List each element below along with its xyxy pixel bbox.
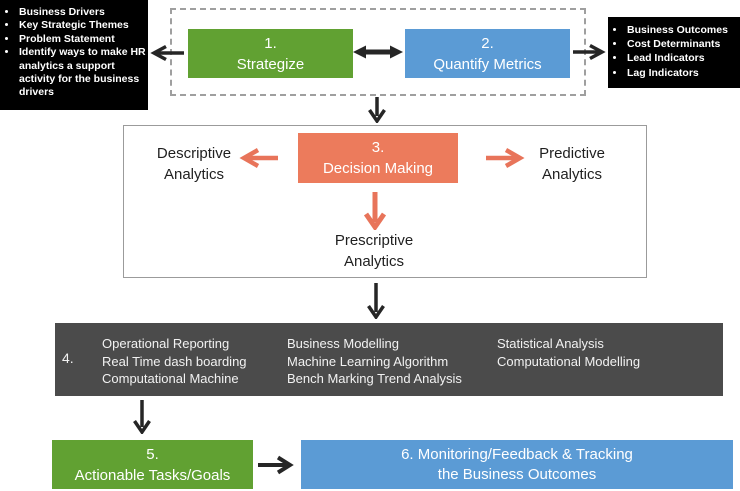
step-number: 2. <box>481 34 494 52</box>
down-arrow-icon <box>132 400 152 434</box>
step4-column-2: Business Modelling Machine Learning Algo… <box>287 335 462 388</box>
prescriptive-analytics-label: Prescriptive Analytics <box>334 232 414 270</box>
orange-down-arrow-icon <box>363 192 387 230</box>
step-label: Decision Making <box>322 160 434 177</box>
step4-column-3: Statistical Analysis Computational Model… <box>497 335 640 370</box>
step4-line: Operational Reporting <box>102 336 230 351</box>
step-number: 4. <box>62 350 74 366</box>
bullet-item: Identify ways to make HR analytics a sup… <box>18 46 146 100</box>
step5-actionable-tasks-box: 5. Actionable Tasks/Goals <box>52 440 253 489</box>
step6-monitoring-box: 6. Monitoring/Feedback & Tracking the Bu… <box>301 440 733 489</box>
step2-quantify-metrics-box: 2. Quantify Metrics <box>405 29 570 78</box>
right-arrow-icon <box>257 455 295 475</box>
step4-line: Machine Learning Algorithm <box>287 353 449 369</box>
descriptive-analytics-label: Descriptive Analytics <box>156 145 232 183</box>
step-number: 3. <box>371 139 385 156</box>
strategize-inputs-panel: Business Drivers Key Strategic Themes Pr… <box>0 0 148 110</box>
step4-line: Bench Marking Trend Analysis <box>287 371 462 386</box>
step-label: 6. Monitoring/Feedback & Tracking <box>401 445 633 463</box>
step1-strategize-box: 1. Strategize <box>188 29 353 78</box>
step-label: Quantify Metrics <box>433 55 542 73</box>
bullet-item: Business Outcomes <box>626 23 738 37</box>
orange-left-arrow-icon <box>238 147 278 169</box>
double-arrow-icon <box>352 43 404 61</box>
step4-line: Computational Machine <box>102 371 239 386</box>
down-arrow-icon <box>366 283 386 319</box>
bullet-item: Cost Determinants <box>626 37 738 51</box>
metrics-outputs-panel: Business Outcomes Cost Determinants Lead… <box>608 17 740 88</box>
step4-line: Business Modelling <box>287 336 400 351</box>
step-label: the Business Outcomes <box>437 465 597 483</box>
step-label: Strategize <box>236 55 305 73</box>
step3-decision-making-box: 3. Decision Making <box>298 133 458 183</box>
bullet-item: Lag Indicators <box>626 66 738 80</box>
step4-line: Real Time dash boarding <box>102 353 247 369</box>
down-arrow-icon <box>367 97 387 123</box>
strategize-inputs-list: Business Drivers Key Strategic Themes Pr… <box>4 6 146 100</box>
bullet-item: Problem Statement <box>18 33 146 46</box>
step4-line: Computational Modelling <box>497 353 641 369</box>
bullet-item: Key Strategic Themes <box>18 19 146 32</box>
predictive-analytics-label: Predictive Analytics <box>539 145 605 183</box>
step-label: Actionable Tasks/Goals <box>74 466 231 484</box>
bullet-item: Lead Indicators <box>626 51 738 65</box>
left-arrow-icon <box>149 44 185 62</box>
metrics-outputs-list: Business Outcomes Cost Determinants Lead… <box>612 23 738 80</box>
orange-right-arrow-icon <box>486 147 526 169</box>
step4-tools-band: 4. Operational Reporting Real Time dash … <box>55 323 723 396</box>
step4-column-1: Operational Reporting Real Time dash boa… <box>102 335 247 388</box>
step4-line: Statistical Analysis <box>497 336 604 351</box>
step-number: 1. <box>264 34 277 52</box>
right-arrow-icon <box>572 43 606 61</box>
bullet-item: Business Drivers <box>18 6 146 19</box>
step-number: 5. <box>146 445 159 463</box>
